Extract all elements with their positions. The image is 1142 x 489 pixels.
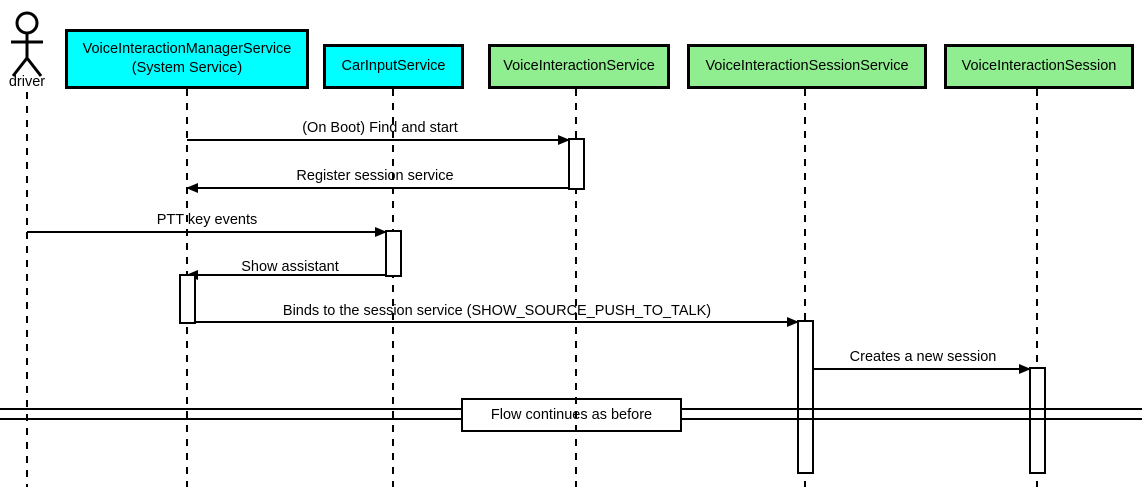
- message-arrow-group: [27, 135, 1031, 374]
- stick-figure-actor-icon: [11, 11, 43, 77]
- participant-box-viss: VoiceInteractionSessionService: [687, 44, 927, 89]
- participant-box-vims: VoiceInteractionManagerService (System S…: [65, 29, 309, 89]
- activation-bar-vims: [179, 274, 196, 324]
- participant-box-vis: VoiceInteractionService: [488, 44, 670, 89]
- lifeline-group: [26, 89, 1038, 487]
- delay-note-box: Flow continues as before: [461, 398, 682, 432]
- activation-bar-cis: [385, 230, 402, 277]
- message-label-m3: PTT key events: [156, 212, 258, 228]
- actor-label-driver: driver: [8, 74, 46, 90]
- participant-box-vsess: VoiceInteractionSession: [944, 44, 1134, 89]
- message-label-m5: Binds to the session service (SHOW_SOURC…: [282, 303, 712, 319]
- delay-divider-lines: [0, 408, 1142, 420]
- activation-bar-vis: [568, 138, 585, 190]
- activation-bar-viss: [797, 320, 814, 474]
- activation-bar-vsess: [1029, 367, 1046, 474]
- participant-box-cis: CarInputService: [323, 44, 464, 89]
- message-label-m6: Creates a new session: [849, 349, 997, 365]
- message-label-m2: Register session service: [296, 168, 454, 184]
- activation-bar-group: [179, 138, 1046, 474]
- message-label-m4: Show assistant: [241, 259, 339, 275]
- message-label-m1: (On Boot) Find and start: [302, 120, 458, 136]
